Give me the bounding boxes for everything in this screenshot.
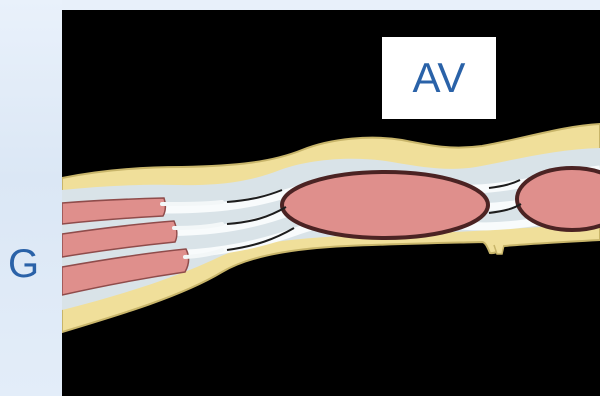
av-label-box: AV bbox=[382, 37, 496, 119]
anatomy-illustration-panel: AV bbox=[62, 10, 600, 396]
oval-muscle-right bbox=[517, 168, 600, 230]
av-label: AV bbox=[413, 57, 466, 99]
left-margin-panel bbox=[0, 0, 62, 396]
oval-muscle-center bbox=[282, 172, 488, 238]
left-label: G bbox=[8, 236, 48, 292]
anatomy-illustration bbox=[62, 10, 600, 396]
